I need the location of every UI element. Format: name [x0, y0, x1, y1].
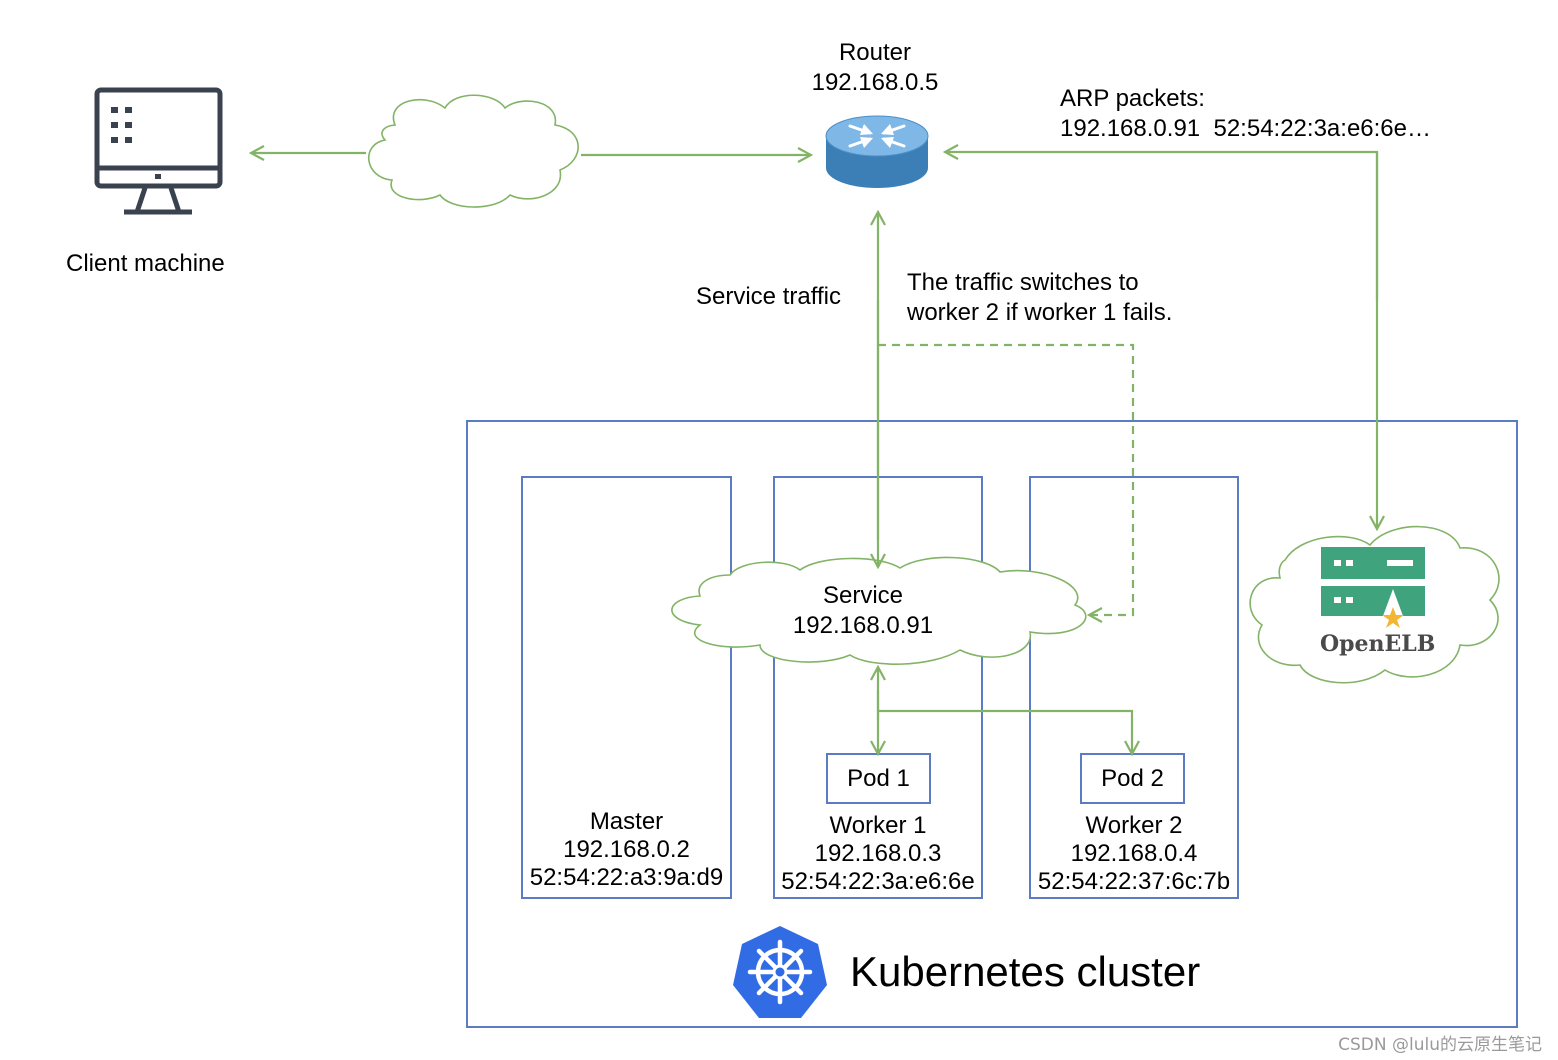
router-icon — [825, 115, 929, 188]
star-icon — [1382, 607, 1404, 628]
failover-line2: worker 2 if worker 1 fails. — [907, 299, 1173, 326]
master-name: Master — [589, 808, 664, 835]
service-label: Service 192.168.0.91 — [763, 581, 963, 641]
router-ip: 192.168.0.5 — [811, 69, 939, 96]
router-label: Router 192.168.0.5 — [775, 38, 975, 98]
openelb-label: OpenELB — [1320, 631, 1436, 657]
monitor-screen-dots — [111, 107, 161, 179]
kubernetes-cluster-title: Kubernetes cluster — [850, 948, 1201, 995]
worker2-name: Worker 2 — [1085, 812, 1183, 839]
worker1-name: Worker 1 — [829, 812, 927, 839]
arp-mac: 52:54:22:3a:e6:6e… — [1213, 115, 1431, 142]
master-mac: 52:54:22:a3:9a:d9 — [529, 864, 724, 891]
service-ip: 192.168.0.91 — [792, 612, 934, 639]
worker2-ip: 192.168.0.4 — [1070, 840, 1198, 867]
arp-label: ARP packets: 192.168.0.91 52:54:22:3a:e6… — [1060, 84, 1431, 144]
watermark: CSDN @lulu的云原生笔记 — [1338, 1035, 1542, 1055]
monitor-icon — [94, 87, 223, 215]
pod1-box — [826, 753, 931, 804]
worker1-ip: 192.168.0.3 — [814, 840, 942, 867]
worker2-node-label: Worker 2 192.168.0.4 52:54:22:37:6c:7b — [1030, 812, 1238, 896]
arp-ip: 192.168.0.91 — [1060, 115, 1201, 142]
failover-line1: The traffic switches to — [907, 269, 1139, 296]
service-name: Service — [822, 582, 904, 609]
master-ip: 192.168.0.2 — [563, 836, 690, 863]
worker1-mac: 52:54:22:3a:e6:6e — [781, 868, 975, 895]
kubernetes-helm-icon — [733, 926, 827, 1018]
pod2-box — [1080, 753, 1185, 804]
router-name: Router — [838, 39, 912, 66]
pod1-label: Pod 1 — [847, 765, 910, 792]
client-machine-label: Client machine — [66, 250, 225, 277]
master-node-box — [521, 476, 732, 899]
failover-note: The traffic switches to worker 2 if work… — [907, 268, 1172, 328]
worker2-node-box — [1029, 476, 1239, 899]
worker1-node-label: Worker 1 192.168.0.3 52:54:22:3a:e6:6e — [774, 812, 982, 896]
internet-cloud-icon — [368, 94, 579, 208]
kubernetes-cluster-frame — [466, 420, 1518, 1028]
master-node-label: Master 192.168.0.2 52:54:22:a3:9a:d9 — [522, 808, 731, 892]
service-traffic-label: Service traffic — [696, 283, 841, 310]
worker2-mac: 52:54:22:37:6c:7b — [1037, 868, 1231, 895]
openelb-server-icon — [1321, 547, 1425, 628]
arrow-service-to-pod2 — [878, 709, 1132, 753]
arp-title: ARP packets: — [1060, 85, 1205, 112]
arp-entry: 192.168.0.91 52:54:22:3a:e6:6e… — [1060, 114, 1431, 144]
arrow-failover-dashed — [878, 343, 1135, 615]
pod2-label: Pod 2 — [1101, 765, 1164, 792]
service-cloud-icon — [671, 556, 1087, 665]
